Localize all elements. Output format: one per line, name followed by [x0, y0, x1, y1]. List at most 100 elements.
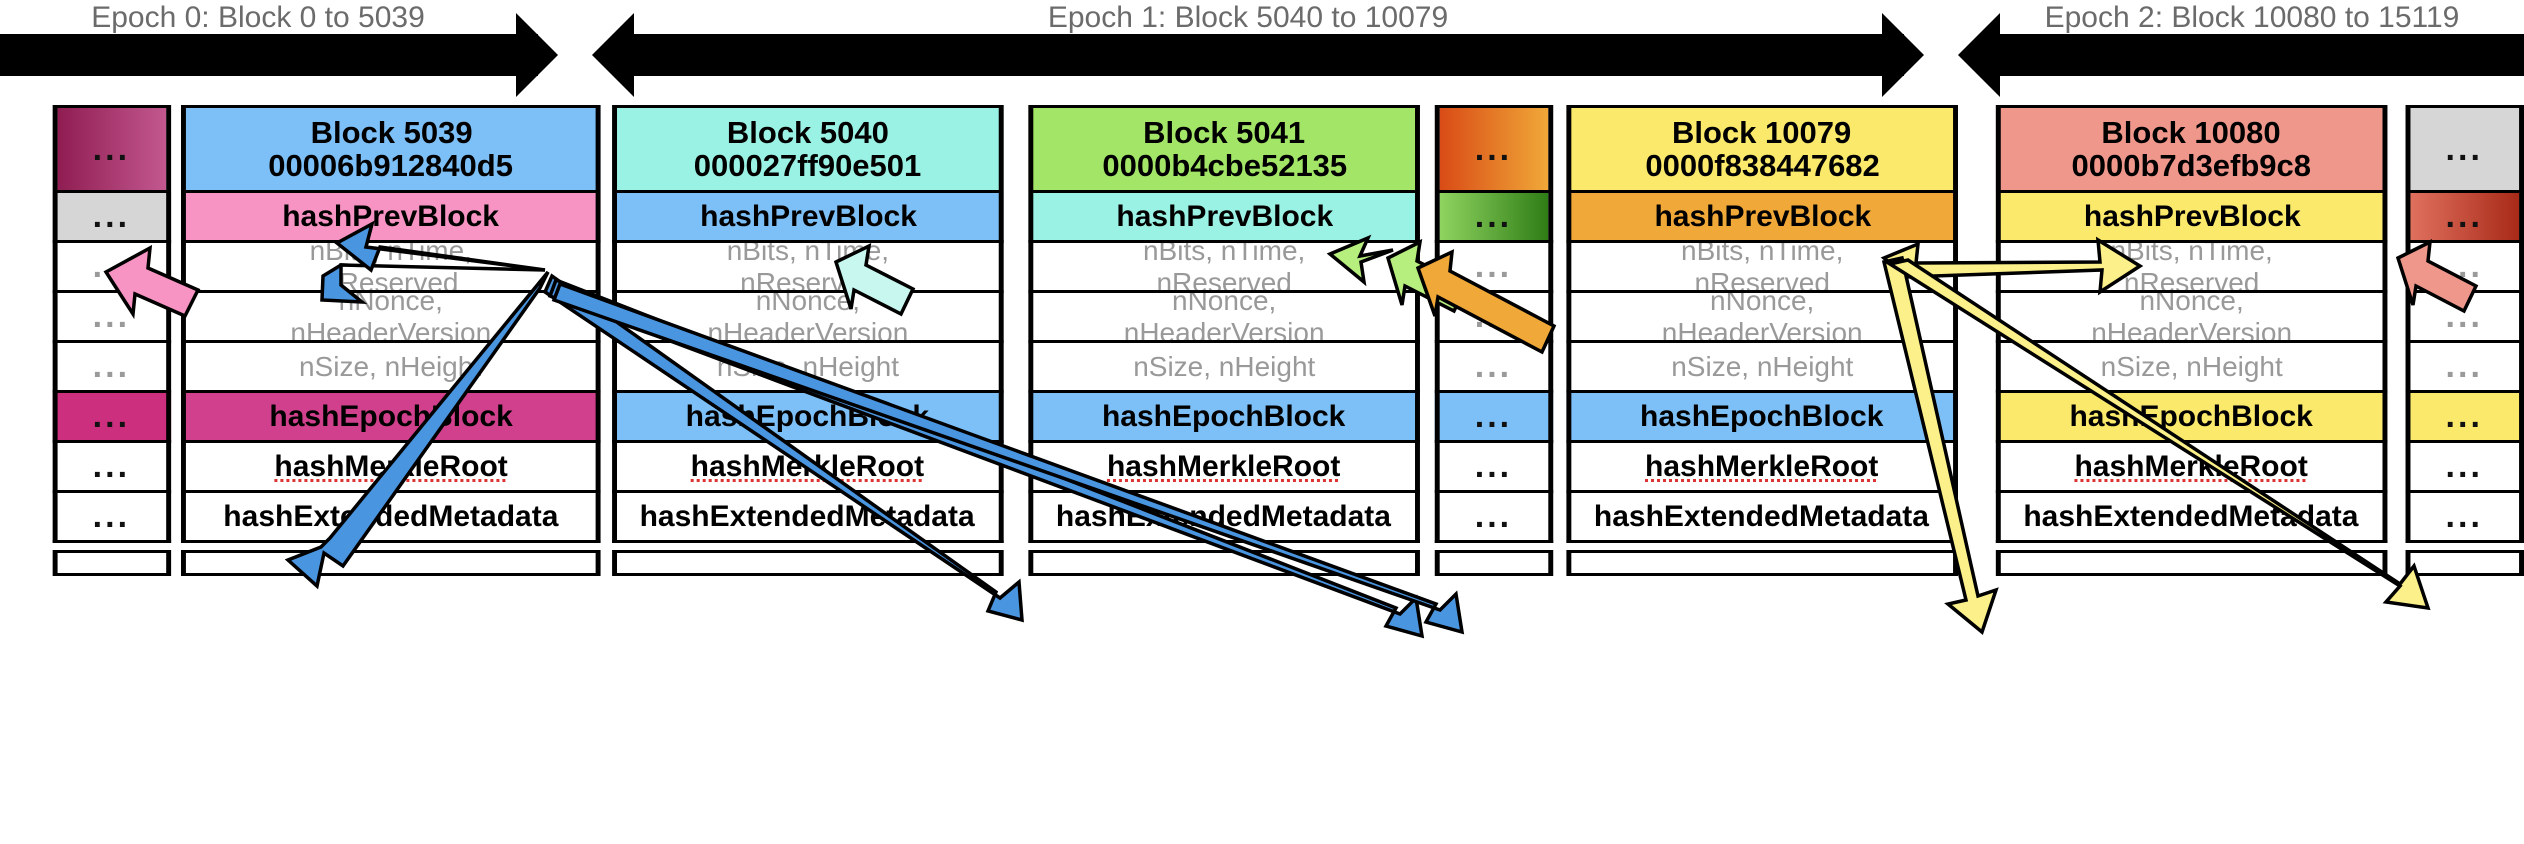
cell-block-5040-hash-prev: hashPrevBlock: [612, 193, 1004, 243]
field-label-size: nSize, nHeight: [716, 350, 899, 382]
cell-ellipsis-col-right-merkle: ...: [2405, 443, 2524, 493]
ellipsis-text: ...: [93, 129, 131, 168]
field-label-merkle: hashMerkleRoot: [691, 449, 925, 483]
ellipsis-text: ...: [93, 497, 131, 535]
ellipsis-text: ...: [93, 347, 131, 385]
cell-block-10080-epoch-block: hashEpochBlock: [1995, 393, 2388, 443]
ellipsis-text: ...: [2446, 197, 2484, 235]
cell-block-10080-merkle: hashMerkleRoot: [1995, 443, 2388, 493]
epoch-segment-1: [614, 34, 1904, 76]
field-label-size: nSize, nHeight: [1133, 350, 1316, 382]
cell-block-10079-extended: hashExtendedMetadata: [1566, 493, 1958, 543]
ellipsis-text: ...: [93, 197, 131, 235]
ellipsis-text: ...: [1475, 347, 1513, 385]
field-label-epoch-block: hashEpochBlock: [1640, 399, 1884, 433]
ellipsis-text: ...: [1475, 497, 1513, 535]
cell-ellipsis-col-mid-size: ...: [1434, 343, 1554, 393]
epoch-label-1: Epoch 1: Block 5040 to 10079: [1047, 1, 1449, 34]
cell-ellipsis-col-right-header: ...: [2405, 105, 2524, 193]
cell-ellipsis-col-left-nonce: ...: [52, 293, 172, 343]
cell-block-5041-hash-prev: hashPrevBlock: [1028, 193, 1420, 243]
ellipsis-text: ...: [2446, 397, 2484, 435]
cell-ellipsis-col-left-extended: ...: [52, 493, 172, 543]
cell-ellipsis-col-mid-nonce: ...: [1434, 293, 1554, 343]
field-label-merkle: hashMerkleRoot: [1107, 449, 1341, 483]
cell-block-10079-nonce: nNonce, nHeaderVersion: [1566, 293, 1958, 343]
field-label-bits: nBits, nTime, nReserved: [309, 243, 472, 293]
field-label-epoch-block: hashEpochBlock: [269, 399, 513, 433]
block-hash-line2: 00006b912840d5: [268, 148, 514, 183]
ellipsis-text: ...: [2446, 129, 2484, 168]
cell-ellipsis-col-left-merkle: ...: [52, 443, 172, 493]
cell-block-5040-bits: nBits, nTime, nReserved: [612, 243, 1004, 293]
field-label-hash-prev: hashPrevBlock: [2083, 199, 2301, 233]
ellipsis-text: ...: [2446, 297, 2484, 335]
cell-ellipsis-col-right-epoch-block: ...: [2405, 393, 2524, 443]
cell-block-5039-nonce: nNonce, nHeaderVersion: [180, 293, 601, 343]
column-tail-block-10080: [1995, 550, 2388, 576]
column-ellipsis-col-right: ........................: [2405, 105, 2524, 576]
epoch-segment-2: [1980, 34, 2524, 76]
field-label-bits: nBits, nTime, nReserved: [1142, 243, 1306, 293]
column-tail-block-10079: [1566, 550, 1958, 576]
cell-ellipsis-col-left-size: ...: [52, 343, 172, 393]
cell-block-10080-bits: nBits, nTime, nReserved: [1995, 243, 2388, 293]
cell-block-5039-epoch-block: hashEpochBlock: [180, 393, 601, 443]
column-tail-block-5041: [1028, 550, 1420, 576]
cell-block-10080-size: nSize, nHeight: [1995, 343, 2388, 393]
epoch-arrowhead-right-1: [1882, 13, 1924, 97]
field-label-nonce: nNonce, nHeaderVersion: [1123, 293, 1325, 343]
epoch-label-0: Epoch 0: Block 0 to 5039: [91, 1, 425, 34]
ellipsis-text: ...: [2446, 347, 2484, 385]
field-label-nonce: nNonce, nHeaderVersion: [290, 293, 492, 343]
field-label-extended: hashExtendedMetadata: [640, 499, 976, 533]
cell-block-5040-epoch-block: hashEpochBlock: [612, 393, 1004, 443]
cell-block-5040-extended: hashExtendedMetadata: [612, 493, 1004, 543]
ellipsis-text: ...: [1475, 297, 1513, 335]
cell-ellipsis-col-mid-epoch-block: ...: [1434, 393, 1554, 443]
cell-block-10079-size: nSize, nHeight: [1566, 343, 1958, 393]
cell-block-5040-merkle: hashMerkleRoot: [612, 443, 1004, 493]
field-label-nonce: nNonce, nHeaderVersion: [707, 293, 909, 343]
epoch-label-2: Epoch 2: Block 10080 to 15119: [2044, 1, 2460, 34]
field-label-extended: hashExtendedMetadata: [223, 499, 559, 533]
cell-block-5039-merkle: hashMerkleRoot: [180, 443, 601, 493]
cell-block-5039-extended: hashExtendedMetadata: [180, 493, 601, 543]
ellipsis-text: ...: [1475, 247, 1513, 285]
cell-ellipsis-col-left-header: ...: [52, 105, 172, 193]
field-label-hash-prev: hashPrevBlock: [282, 199, 500, 233]
ellipsis-text: ...: [93, 297, 131, 335]
cell-block-5039-size: nSize, nHeight: [180, 343, 601, 393]
cell-ellipsis-col-mid-hash-prev: ...: [1434, 193, 1554, 243]
column-tail-block-5039: [180, 550, 601, 576]
block-title-line1: Block 5039: [309, 114, 472, 150]
ellipsis-text: ...: [1475, 129, 1513, 168]
ellipsis-text: ...: [93, 397, 131, 435]
cell-ellipsis-col-left-epoch-block: ...: [52, 393, 172, 443]
cell-ellipsis-col-right-nonce: ...: [2405, 293, 2524, 343]
cell-block-5041-extended: hashExtendedMetadata: [1028, 493, 1420, 543]
field-label-merkle: hashMerkleRoot: [2074, 449, 2309, 483]
field-label-epoch-block: hashEpochBlock: [2069, 399, 2314, 433]
epoch-timeline: Epoch 0: Block 0 to 5039 Epoch 1: Block …: [0, 1, 2524, 97]
cell-ellipsis-col-right-bits: ...: [2405, 243, 2524, 293]
column-tail-ellipsis-col-right: [2405, 550, 2524, 576]
block-hash-line2: 0000b7d3efb9c8: [2071, 148, 2312, 183]
cell-ellipsis-col-left-bits: ...: [52, 243, 172, 293]
cell-ellipsis-col-mid-merkle: ...: [1434, 443, 1554, 493]
block-title-line1: Block 10080: [2102, 114, 2282, 150]
field-label-hash-prev: hashPrevBlock: [1653, 199, 1871, 233]
cell-block-10080-nonce: nNonce, nHeaderVersion: [1995, 293, 2388, 343]
field-label-bits: nBits, nTime, nReserved: [1681, 243, 1844, 293]
cell-block-5040-nonce: nNonce, nHeaderVersion: [612, 293, 1004, 343]
field-label-size: nSize, nHeight: [299, 350, 482, 382]
block-hash-line2: 000027ff90e501: [694, 148, 922, 183]
cell-block-5039-hash-prev: hashPrevBlock: [180, 193, 601, 243]
